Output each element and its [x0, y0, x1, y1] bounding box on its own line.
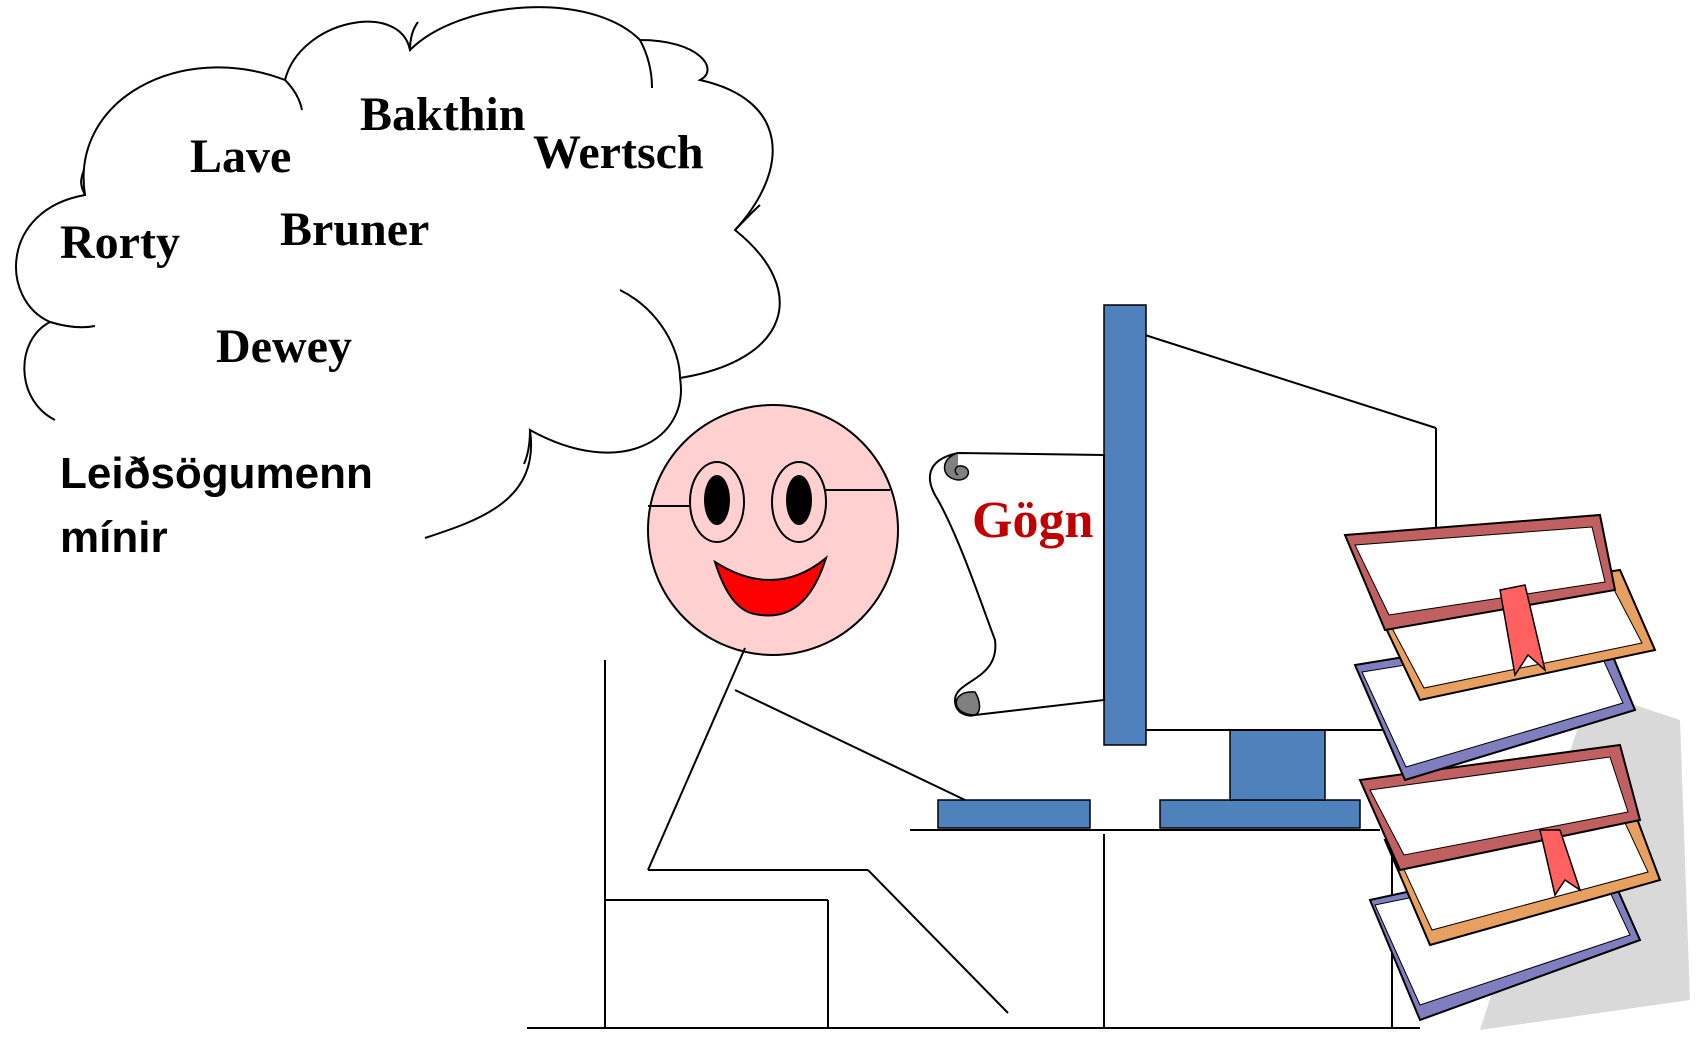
books-lower	[1358, 743, 1662, 1022]
eye-right	[786, 475, 812, 525]
books-upper	[1343, 513, 1657, 782]
smiley-face-icon	[647, 404, 899, 656]
scroll-body	[929, 451, 1105, 717]
stack-of-books-icon	[1343, 513, 1690, 1030]
paper-scroll-icon: Gögn	[929, 451, 1105, 717]
chair-icon	[604, 660, 829, 1028]
monitor-stand	[1229, 729, 1326, 801]
face	[647, 404, 899, 656]
monitor-base	[1159, 799, 1361, 829]
caption-line2: mínir	[60, 513, 168, 562]
desk-icon	[527, 829, 1420, 1029]
name-dewey: Dewey	[216, 320, 352, 373]
name-bruner: Bruner	[280, 203, 429, 256]
computer-monitor-icon	[1103, 304, 1437, 829]
keyboard-icon	[937, 799, 1091, 829]
name-rorty: Rorty	[60, 216, 180, 269]
name-wertsch: Wertsch	[533, 126, 704, 179]
name-lave: Lave	[190, 130, 291, 183]
glasses-lens-left	[689, 461, 745, 543]
scroll-bottom-curl	[955, 691, 981, 716]
name-bakthin: Bakthin	[360, 88, 525, 141]
mouth	[713, 555, 828, 617]
scroll-label: Gögn	[972, 492, 1093, 549]
monitor-screen-edge	[1103, 304, 1147, 746]
stick-figure	[647, 404, 1009, 1014]
glasses-lens-right	[771, 461, 827, 543]
caption-line1: Leiðsögumenn	[60, 449, 373, 498]
scroll-top-curl	[943, 452, 970, 481]
eye-left	[704, 475, 730, 525]
thought-cloud-icon	[15, 6, 781, 539]
